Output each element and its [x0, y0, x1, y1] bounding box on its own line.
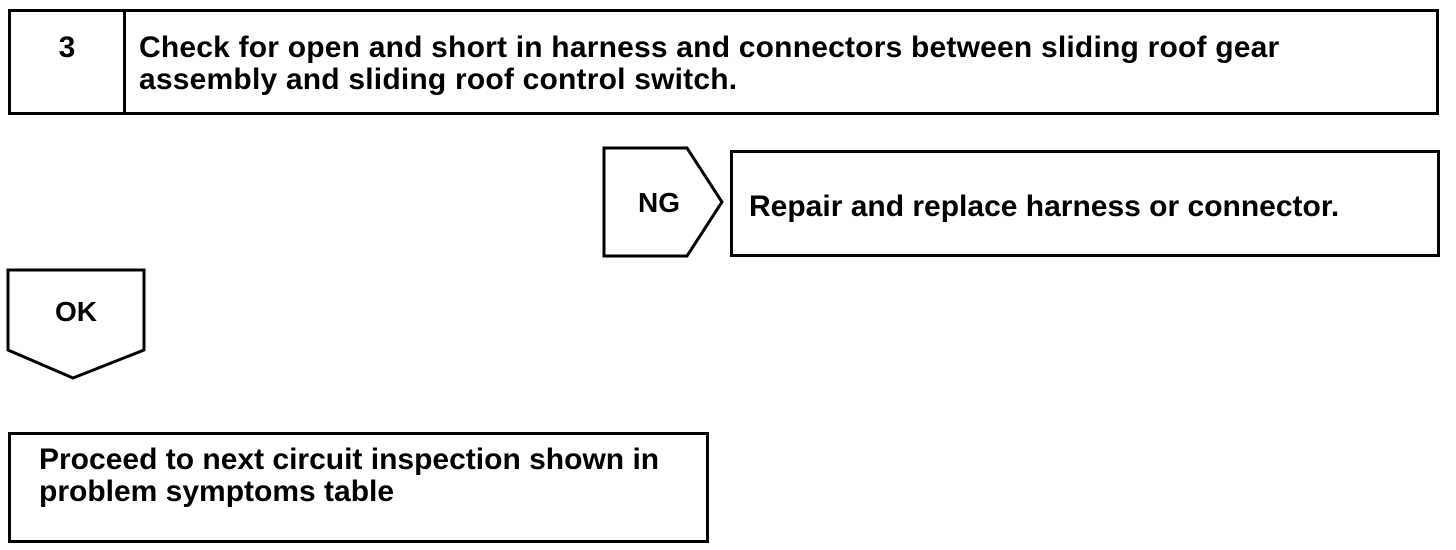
ok-label: OK — [55, 296, 97, 327]
ok-arrow-outline — [6, 268, 146, 380]
ng-label: NG — [638, 187, 680, 218]
step-box: 3 Check for open and short in harness an… — [8, 9, 1439, 115]
ng-result-text: Repair and replace harness or connector. — [749, 190, 1340, 223]
step-number-cell: 3 — [11, 12, 126, 112]
ng-arrow-outline — [602, 146, 724, 258]
step-text: Check for open and short in harness and … — [139, 31, 1280, 96]
final-step-box: Proceed to next circuit inspection shown… — [8, 432, 709, 543]
final-step-text: Proceed to next circuit inspection shown… — [39, 443, 660, 508]
ng-result-box: Repair and replace harness or connector. — [730, 150, 1440, 257]
step-number: 3 — [58, 31, 76, 64]
